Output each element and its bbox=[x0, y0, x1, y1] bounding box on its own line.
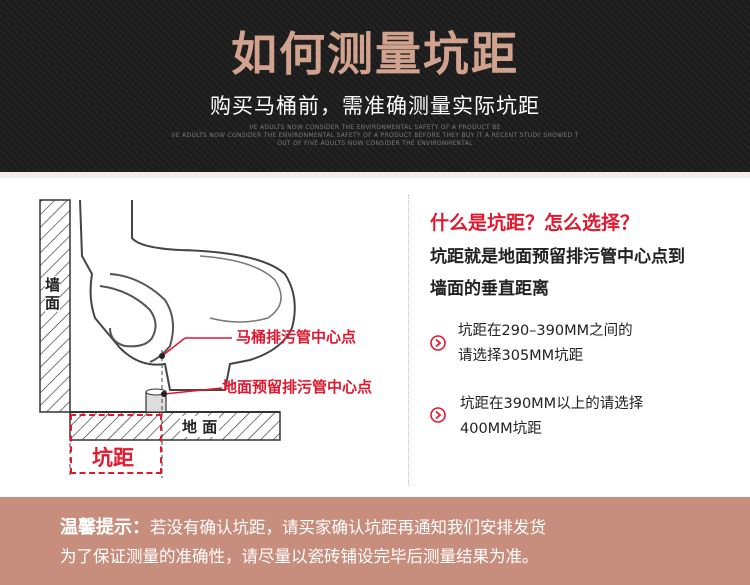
section-divider bbox=[408, 195, 409, 485]
tip-line: 400MM坑距 bbox=[460, 421, 542, 437]
toilet-drain-center-label: 马桶排污管中心点 bbox=[236, 328, 357, 346]
definition-line: 墙面的垂直距离 bbox=[430, 279, 549, 299]
toilet-diagram: 墙 面 马桶排污管中心点 地面预留排污管中心点 地 面 坑距 bbox=[0, 178, 420, 498]
question-heading: 什么是坑距？怎么选择？ bbox=[430, 212, 640, 234]
footer-notice-text: 若没有确认坑距，请买家确认坑距再通知我们安排发货 bbox=[150, 518, 546, 537]
rough-in-highlight-box bbox=[70, 414, 162, 474]
chevron-right-icon bbox=[430, 335, 446, 351]
page-title: 如何测量坑距 bbox=[231, 27, 519, 81]
footer-line-2: 为了保证测量的准确性，请尽量以瓷砖铺设完毕后测量结果为准。 bbox=[60, 547, 539, 566]
footer-notice-label: 温馨提示： bbox=[60, 517, 150, 538]
tip-line: 坑距在390MM以上的请选择 bbox=[460, 396, 644, 412]
toilet-cross-section-illustration bbox=[39, 199, 296, 478]
rough-in-label: 坑距 bbox=[92, 446, 134, 470]
fine-print-line: VE ADULTS NOW CONSIDER THE ENVIRONMENTAL… bbox=[249, 124, 501, 131]
tip-line: 请选择305MM坑距 bbox=[458, 348, 584, 364]
chevron-right-icon bbox=[430, 407, 446, 423]
fine-print-line: VE ADULTS NOW CONSIDER THE ENVIRONMENTAL… bbox=[171, 132, 579, 139]
wall-label: 墙 面 bbox=[45, 276, 61, 312]
fine-print-line: OUT OF FIVE ADULTS NOW CONSIDER THE ENVI… bbox=[277, 140, 473, 147]
footer-line-1: 温馨提示：若没有确认坑距，请买家确认坑距再通知我们安排发货 bbox=[60, 513, 546, 539]
floor-label: 地 面 bbox=[180, 416, 220, 437]
footer-notice: 温馨提示：若没有确认坑距，请买家确认坑距再通知我们安排发货 为了保证测量的准确性… bbox=[0, 497, 750, 585]
floor-drain-center-label: 地面预留排污管中心点 bbox=[222, 378, 373, 396]
tip-line: 坑距在290–390MM之间的 bbox=[458, 323, 633, 339]
definition-line: 坑距就是地面预留排污管中心点到 bbox=[430, 247, 685, 267]
header-banner: 如何测量坑距 购买马桶前，需准确测量实际坑距 VE ADULTS NOW CON… bbox=[0, 0, 750, 172]
page-subtitle: 购买马桶前，需准确测量实际坑距 bbox=[210, 94, 540, 118]
header-divider-band bbox=[0, 172, 750, 178]
